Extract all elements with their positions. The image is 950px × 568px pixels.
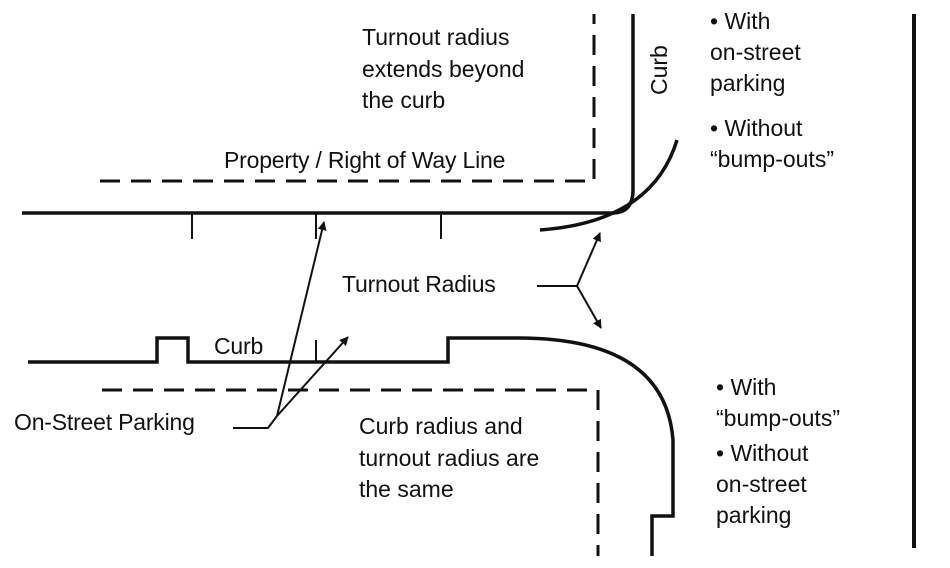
turnout-radius-label: Turnout Radius <box>342 271 496 297</box>
top-conditions: • With on-street parking • Without “bump… <box>710 6 834 175</box>
curb-note-line: the same <box>359 476 454 502</box>
bottom-curb-radius <box>517 336 675 556</box>
turnout-arrow-down <box>576 285 602 329</box>
property-line-top <box>100 14 596 183</box>
turnout-arrow-up <box>576 232 601 287</box>
bottom-conditions: • With “bump-outs” • Without on-street p… <box>716 372 840 531</box>
condition-line: • Without <box>710 115 803 141</box>
curb-note-line: Curb radius and <box>359 413 523 439</box>
condition-line: on-street <box>716 471 807 497</box>
bottom-street-edge <box>28 336 518 364</box>
condition-line: • With <box>710 8 771 34</box>
condition-line: • With <box>716 374 777 400</box>
curb-note: Curb radius and turnout radius are the s… <box>359 411 539 506</box>
turnout-note-line: the curb <box>362 87 446 113</box>
condition-line: “bump-outs” <box>710 146 834 172</box>
property-line-label: Property / Right of Way Line <box>224 147 506 173</box>
parking-arrow-bottom <box>276 336 349 417</box>
top-curb-corner <box>611 14 635 215</box>
condition-line: on-street <box>710 39 801 65</box>
parking-leader <box>233 415 278 429</box>
turnout-note: Turnout radius extends beyond the curb <box>362 22 524 117</box>
condition-line: • Without <box>716 440 809 466</box>
parking-arrow-top <box>276 221 327 417</box>
condition-line: parking <box>710 70 786 96</box>
turnout-radius-curve <box>539 139 679 232</box>
turnout-note-line: extends beyond <box>362 55 525 82</box>
condition-line: parking <box>716 502 792 528</box>
condition-line: “bump-outs” <box>716 405 840 431</box>
turnout-note-line: Turnout radius <box>362 24 510 50</box>
curb-note-line: turnout radius are <box>359 444 540 471</box>
curb-label-top: Curb <box>646 45 672 95</box>
on-street-parking-label: On-Street Parking <box>14 409 195 435</box>
property-line-bottom <box>102 388 600 556</box>
curb-label-bottom: Curb <box>214 333 264 359</box>
